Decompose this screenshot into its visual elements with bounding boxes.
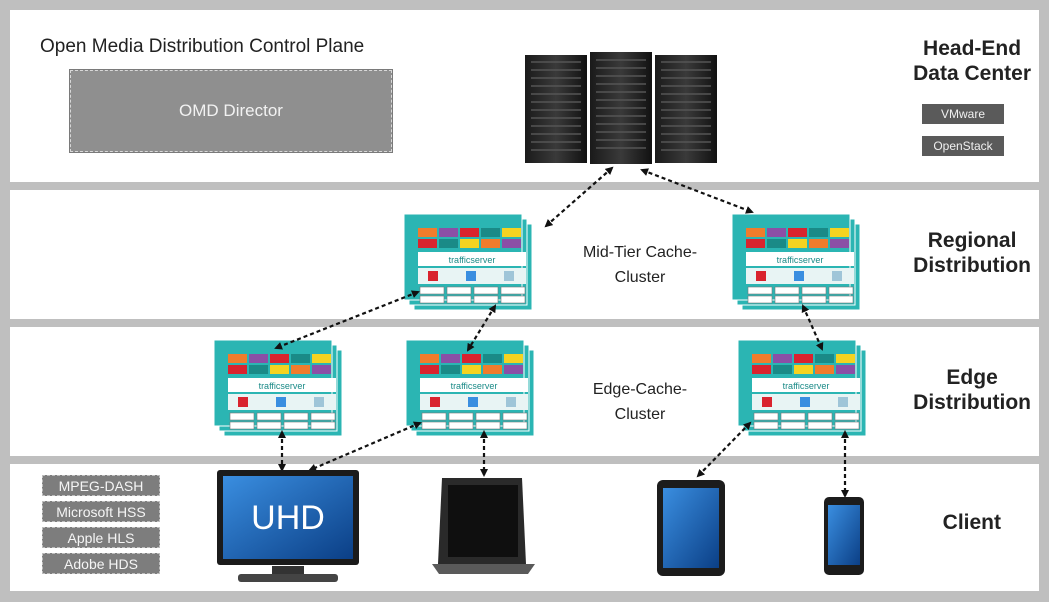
- connection-arrow: [274, 290, 420, 350]
- laptop-icon: [432, 478, 535, 574]
- mid-tier-cluster-label: Mid-Tier Cache- Cluster: [560, 240, 720, 290]
- brand-label: trafficserver: [783, 381, 830, 391]
- protocol-tag: MPEG-DASH: [42, 475, 160, 496]
- protocol-tag: Apple HLS: [42, 527, 160, 548]
- edge-cluster-line2: Cluster: [614, 406, 666, 423]
- mid-tier-line2: Cluster: [614, 269, 666, 286]
- brand-label: trafficserver: [259, 381, 306, 391]
- server-rack-icon: [525, 55, 587, 163]
- edge-cluster-label: Edge-Cache- Cluster: [560, 377, 720, 427]
- cache-cluster-icon: trafficserver: [405, 339, 535, 437]
- cache-cluster-icon: trafficserver: [213, 339, 343, 437]
- regional-label: Regional Distribution: [913, 228, 1031, 278]
- edge-label: Edge Distribution: [913, 365, 1031, 415]
- brand-label: trafficserver: [449, 255, 496, 265]
- protocol-tag: Adobe HDS: [42, 553, 160, 574]
- client-label: Client: [942, 511, 1001, 534]
- cache-cluster-icon: trafficserver: [737, 339, 867, 437]
- server-rack-icon: [655, 55, 717, 163]
- tv-icon: [217, 470, 359, 582]
- connection-arrow: [466, 304, 497, 352]
- cache-cluster-icon: trafficserver: [403, 213, 533, 311]
- head-end-line1: Head-End: [923, 37, 1022, 60]
- edge-line2: Distribution: [913, 391, 1031, 414]
- tv-label: UHD: [251, 499, 325, 537]
- brand-label: trafficserver: [777, 255, 824, 265]
- connection-arrow: [801, 304, 824, 351]
- head-end-label: Head-End Data Center: [913, 36, 1031, 86]
- control-plane-title: Open Media Distribution Control Plane: [40, 36, 365, 57]
- omd-director-box: OMD Director: [69, 69, 393, 153]
- connection-arrow: [696, 421, 752, 478]
- mid-tier-line1: Mid-Tier Cache-: [582, 244, 698, 261]
- server-rack-icon: [590, 52, 652, 164]
- edge-cluster-line1: Edge-Cache-: [592, 381, 688, 398]
- head-end-line2: Data Center: [913, 62, 1031, 85]
- cache-cluster-icon: trafficserver: [731, 213, 861, 311]
- vmware-tag: VMware: [922, 104, 1004, 124]
- regional-line2: Distribution: [913, 254, 1031, 277]
- connection-arrow: [544, 166, 614, 228]
- protocol-tag: Microsoft HSS: [42, 501, 160, 522]
- openstack-tag: OpenStack: [922, 136, 1004, 156]
- smartphone-icon: [824, 497, 864, 575]
- edge-line1: Edge: [946, 366, 998, 389]
- connection-arrow: [640, 168, 754, 214]
- connection-arrow: [308, 421, 422, 472]
- tablet-icon: [657, 480, 725, 576]
- regional-line1: Regional: [927, 229, 1017, 252]
- brand-label: trafficserver: [451, 381, 498, 391]
